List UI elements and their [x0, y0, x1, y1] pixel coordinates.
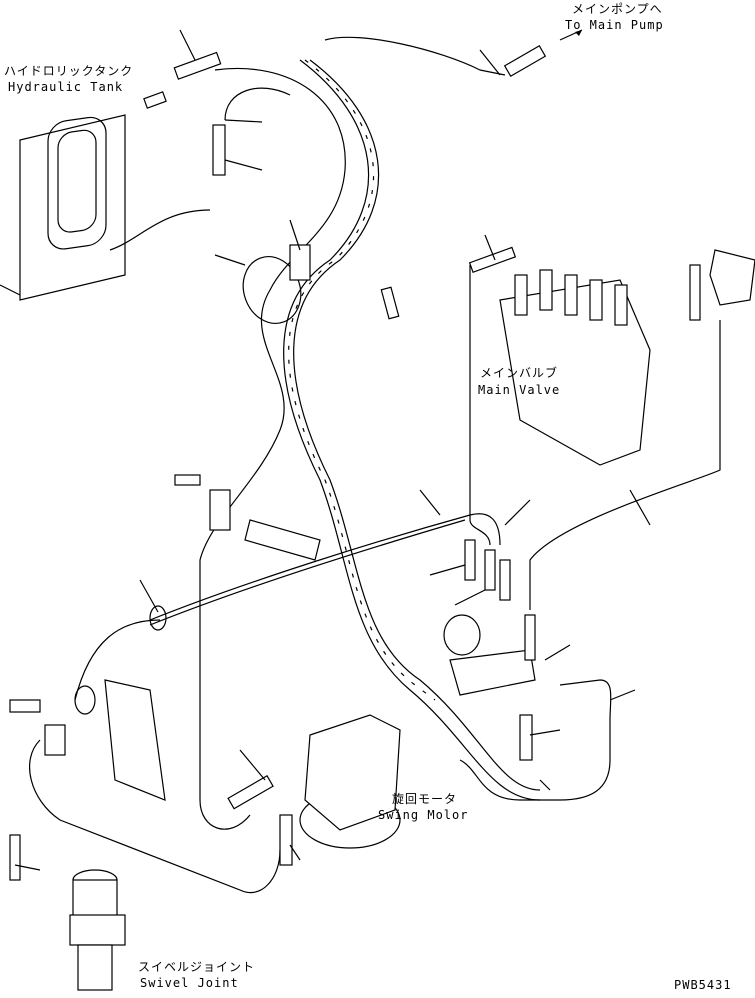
solenoid-block [443, 539, 536, 761]
valve-label-jp: メインバルブ [480, 366, 559, 380]
swing-motor-label-en: Swing Molor [378, 808, 469, 822]
leader-lines [14, 29, 651, 871]
clamps [44, 244, 321, 801]
swivel-joint-label-jp: スイベルジョイント [138, 960, 256, 974]
valve-label-en: Main Valve [478, 383, 561, 397]
swivel-joint-label-en: Swivel Joint [140, 976, 239, 990]
swing-motor-label-jp: 旋回モータ [392, 792, 458, 806]
main-pump-label-en: To Main Pump [565, 18, 664, 32]
tank-label-jp: ハイドロリックタンク [4, 64, 134, 78]
tank-label-en: Hydraulic Tank [8, 80, 124, 94]
main-valve [499, 249, 755, 466]
swing-motor [227, 714, 401, 866]
main-pump-label-jp: メインポンプへ [572, 2, 663, 16]
drawing-number: PWB5431 [674, 978, 732, 992]
hoses [29, 36, 721, 894]
swivel-joint [9, 834, 126, 991]
hydraulic-tank [0, 114, 126, 301]
fittings [9, 29, 701, 713]
spiral-guard [288, 59, 436, 701]
